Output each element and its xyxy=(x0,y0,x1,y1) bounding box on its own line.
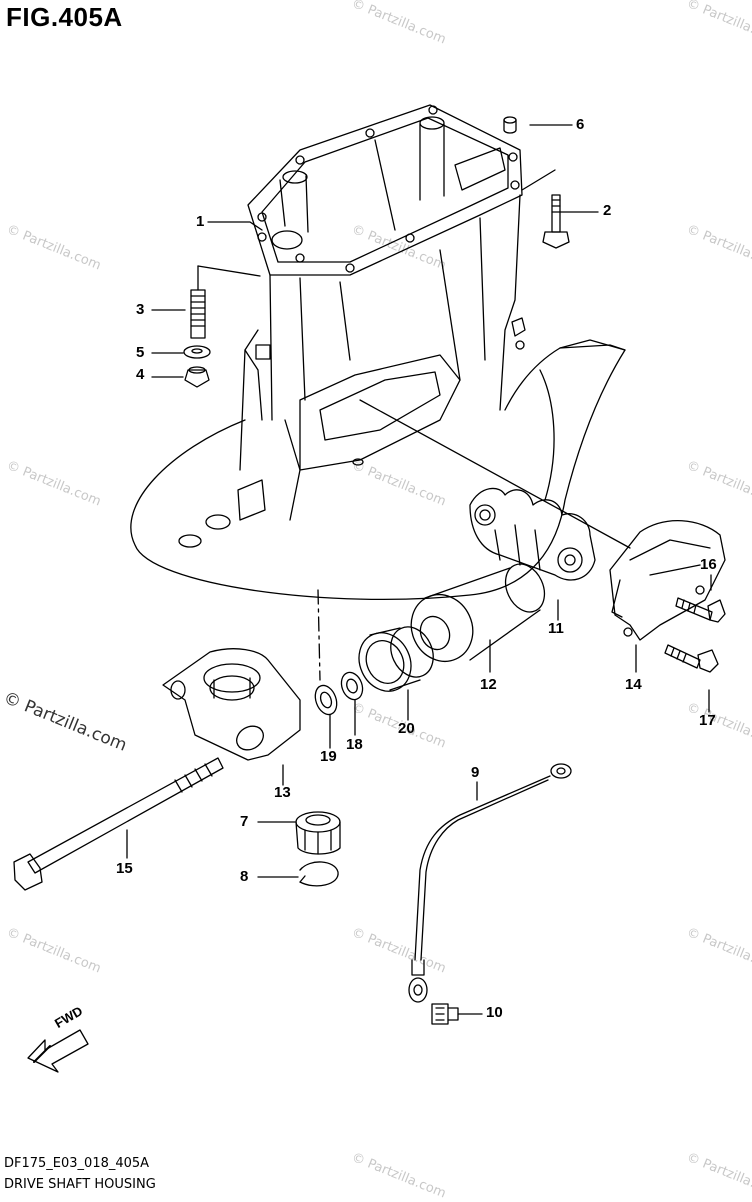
callout-16: 16 xyxy=(700,556,717,573)
diagram-name: DRIVE SHAFT HOUSING xyxy=(4,1177,156,1192)
thrust-washer xyxy=(314,684,338,716)
callout-6: 6 xyxy=(576,116,585,133)
callout-20: 20 xyxy=(398,720,415,737)
figure-title: FIG.405A xyxy=(6,2,123,32)
callout-18: 18 xyxy=(346,736,363,753)
callout-7: 7 xyxy=(240,813,249,830)
callout-17: 17 xyxy=(699,712,716,729)
callout-1: 1 xyxy=(196,213,205,230)
callout-11: 11 xyxy=(548,620,564,637)
stud xyxy=(190,289,206,339)
castle-nut xyxy=(295,811,341,855)
shaft-clamp xyxy=(162,648,301,761)
bolt-16 xyxy=(675,597,726,623)
ground-wire xyxy=(408,763,572,1003)
drive-shaft-housing xyxy=(130,104,626,601)
callout-2: 2 xyxy=(603,202,612,219)
callout-9: 9 xyxy=(471,764,480,781)
mount-cylinder xyxy=(410,563,546,662)
washer xyxy=(183,345,211,359)
callout-4: 4 xyxy=(136,366,145,383)
callout-5: 5 xyxy=(136,344,145,361)
callout-13: 13 xyxy=(274,784,291,801)
callout-8: 8 xyxy=(240,868,249,885)
fwd-arrow-icon xyxy=(27,1029,89,1073)
rubber-mount xyxy=(469,487,596,581)
bushing xyxy=(358,626,434,692)
callout-12: 12 xyxy=(480,676,497,693)
bolt xyxy=(542,194,570,249)
nut xyxy=(184,366,210,388)
small-washer xyxy=(340,671,364,701)
mount-cover xyxy=(609,520,726,641)
diagram-code: DF175_E03_018_405A xyxy=(4,1156,150,1171)
dowel-pin xyxy=(503,116,517,134)
long-bolt xyxy=(13,757,224,891)
screw xyxy=(431,1003,459,1025)
callout-10: 10 xyxy=(486,1004,503,1021)
callout-15: 15 xyxy=(116,860,133,877)
callout-19: 19 xyxy=(320,748,337,765)
bolt-17 xyxy=(664,644,719,673)
callout-14: 14 xyxy=(625,676,642,693)
snap-ring xyxy=(299,861,339,887)
callout-3: 3 xyxy=(136,301,145,318)
